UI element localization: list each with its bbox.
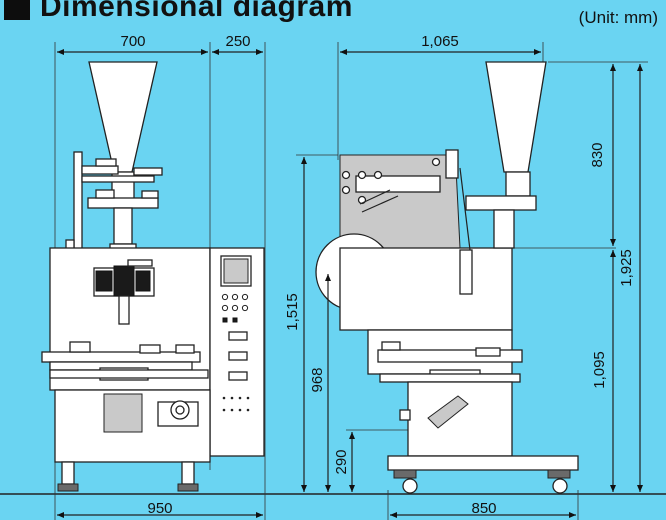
- side-cabinet: [407, 381, 513, 457]
- unit-label: (Unit: mm): [578, 8, 658, 27]
- dim-950: 950: [147, 500, 172, 517]
- side-view: 1,065 850 830 1,925 1,095 1,515 968 290: [284, 33, 648, 520]
- dim-850: 850: [471, 500, 496, 517]
- dim-968: 968: [309, 367, 326, 392]
- diagram-title: Dimensional diagram: [40, 0, 353, 23]
- dim-1925: 1,925: [618, 249, 635, 287]
- side-hopper: [485, 61, 547, 173]
- dim-250: 250: [225, 33, 250, 50]
- dim-1515: 1,515: [284, 293, 301, 331]
- side-body: [339, 247, 513, 331]
- front-hopper: [88, 61, 158, 173]
- title-square-icon: [4, 0, 30, 20]
- dim-1095: 1,095: [591, 351, 608, 389]
- dim-830: 830: [589, 142, 606, 167]
- dim-290: 290: [333, 449, 350, 474]
- dim-700: 700: [120, 33, 145, 50]
- dim-1065: 1,065: [421, 33, 459, 50]
- front-view: 700 250 950: [41, 33, 266, 520]
- title-bar: Dimensional diagram: [0, 0, 353, 24]
